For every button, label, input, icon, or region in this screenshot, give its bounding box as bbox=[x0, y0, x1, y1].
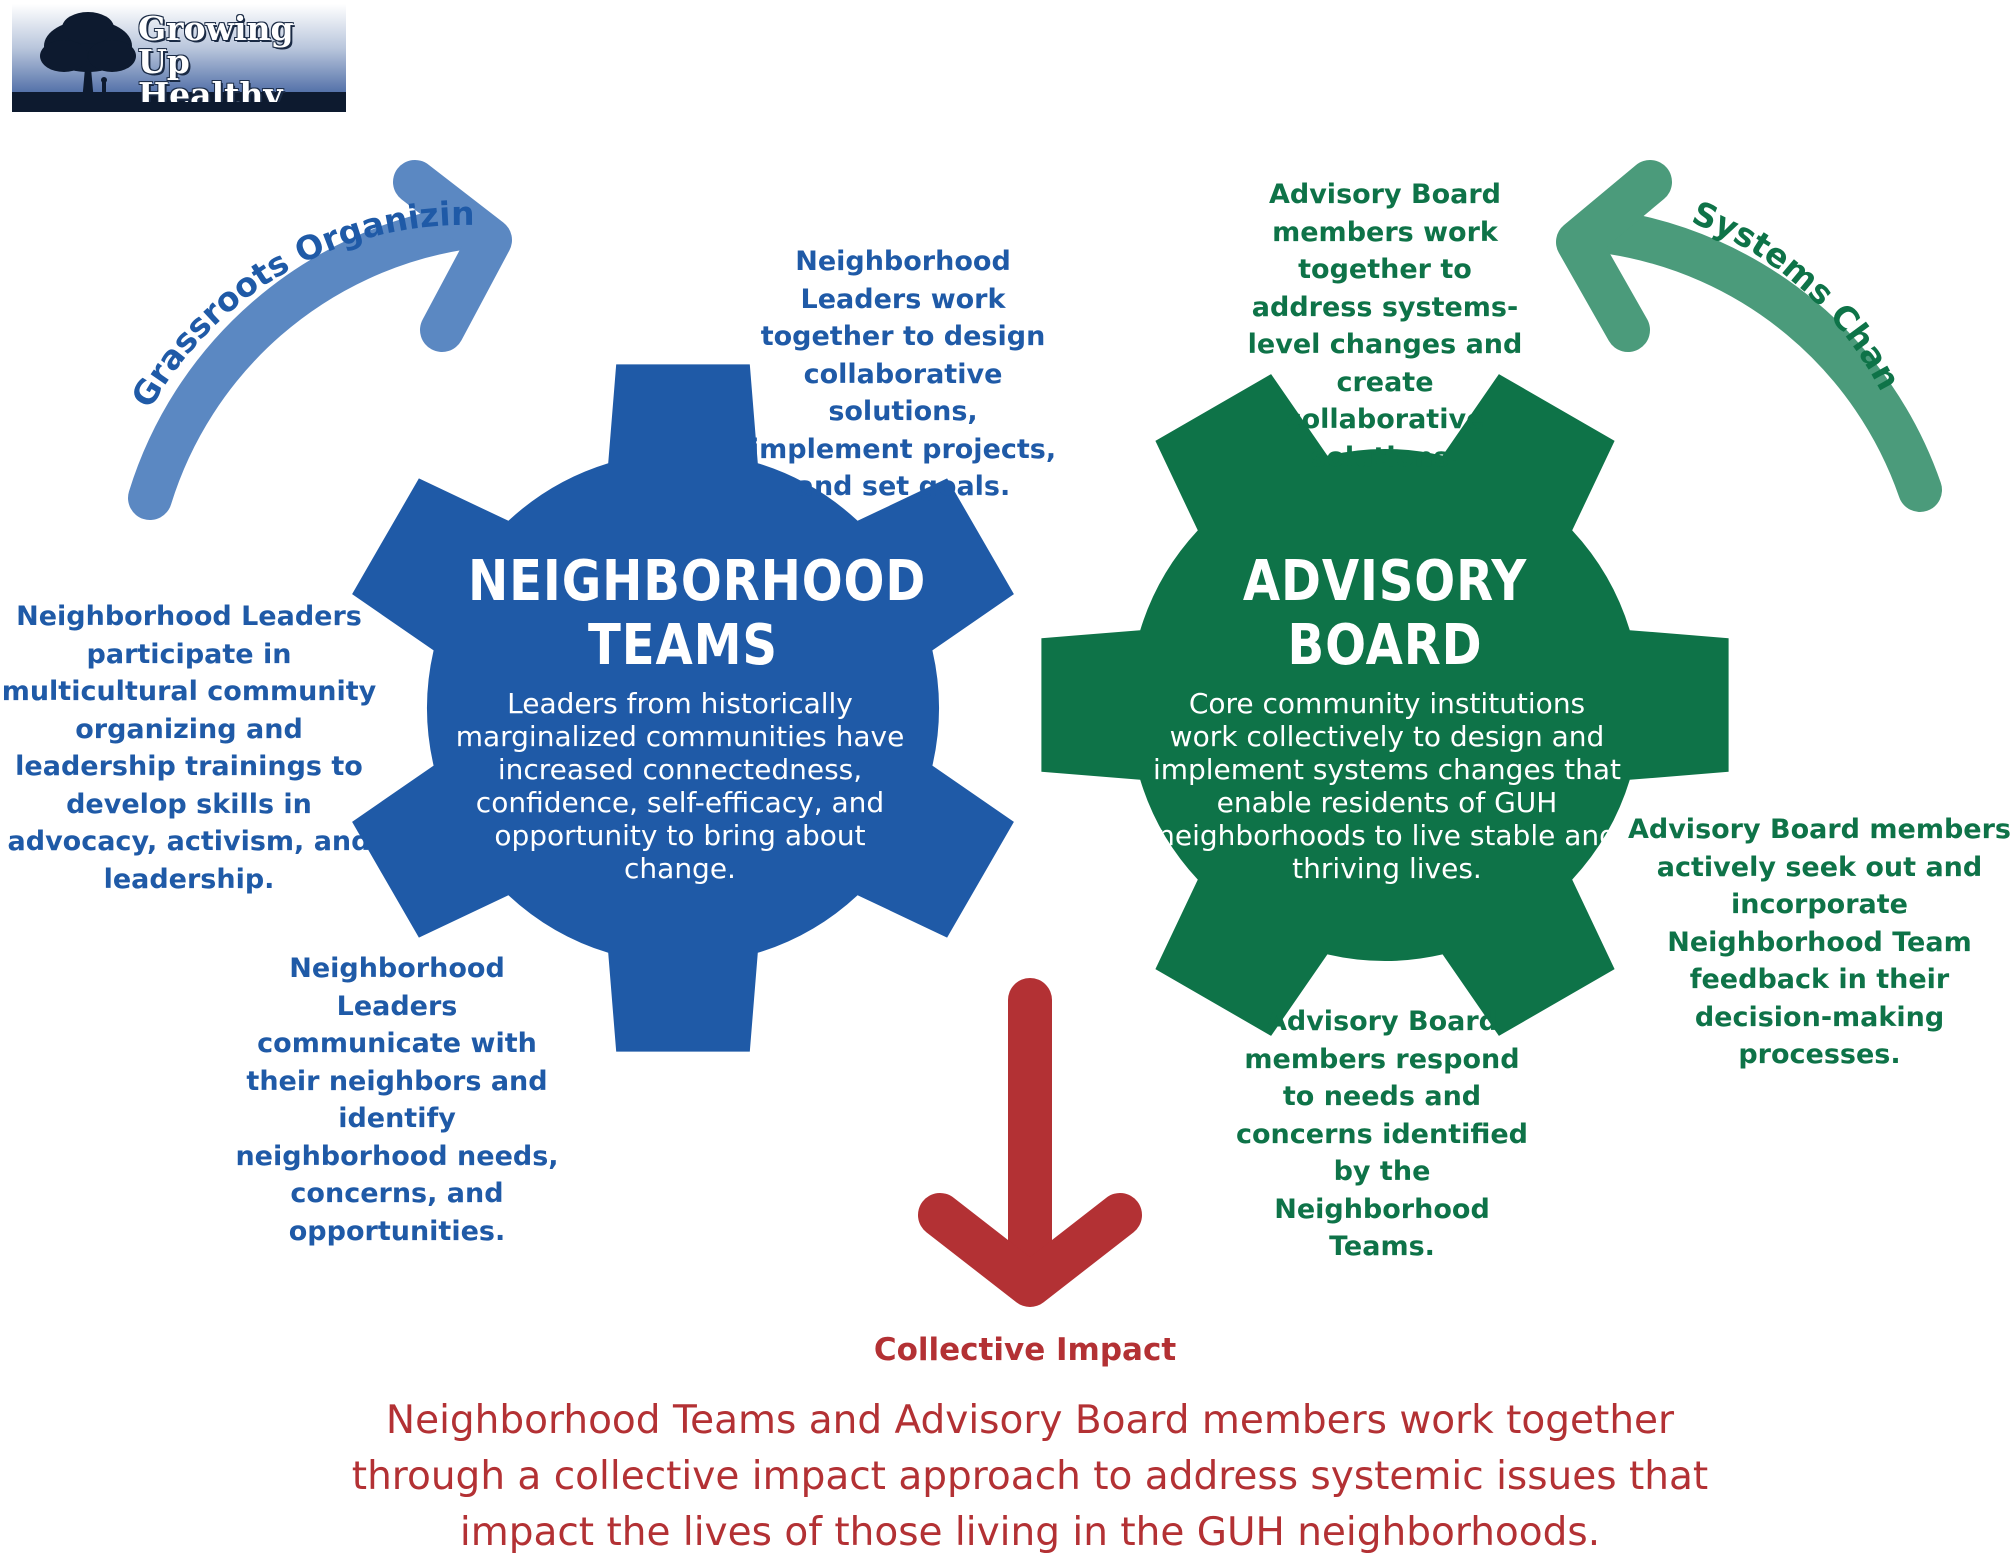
annotation-board-feedback: Advisory Board members actively seek out… bbox=[1627, 814, 2011, 1070]
annotation-board-respond: Advisory Board members respond to needs … bbox=[1235, 1006, 1529, 1262]
annotation-leaders-training: Neighborhood Leaders participate in mult… bbox=[1, 601, 377, 895]
impact-arrow bbox=[918, 978, 1142, 1307]
collective-impact-body: Neighborhood Teams and Advisory Board me… bbox=[351, 1398, 1709, 1555]
advisory-board-description: Core community institutions work collect… bbox=[1152, 687, 1622, 885]
advisory-gear bbox=[1041, 374, 1729, 1036]
grassroots-arrow bbox=[128, 160, 512, 520]
annotation-board-systems: Advisory Board members work together to … bbox=[1247, 179, 1523, 473]
neighborhood-teams-title: NEIGHBORHOOD TEAMS bbox=[468, 549, 927, 678]
advisory-title-line1: ADVISORY bbox=[1242, 549, 1528, 614]
collective-impact-title: Collective Impact bbox=[873, 1332, 1177, 1368]
neighborhood-title-line2: TEAMS bbox=[588, 613, 778, 678]
annotation-leaders-communicate: Neighborhood Leaders communicate with th… bbox=[235, 953, 559, 1247]
growing-up-healthy-logo: Growing Up Healthy bbox=[12, 4, 346, 112]
neighborhood-gear bbox=[352, 364, 1014, 1052]
neighborhood-teams-description: Leaders from historically marginalized c… bbox=[455, 687, 905, 885]
neighborhood-title-line1: NEIGHBORHOOD bbox=[468, 549, 927, 614]
tree-icon bbox=[12, 12, 346, 102]
annotation-leaders-design: Neighborhood Leaders work together to de… bbox=[749, 246, 1057, 502]
logo-text: Growing Up Healthy bbox=[138, 9, 294, 112]
systems-arrow bbox=[1556, 160, 1942, 512]
advisory-title-line2: BOARD bbox=[1287, 613, 1483, 678]
advisory-board-title: ADVISORY BOARD bbox=[1170, 550, 1600, 678]
